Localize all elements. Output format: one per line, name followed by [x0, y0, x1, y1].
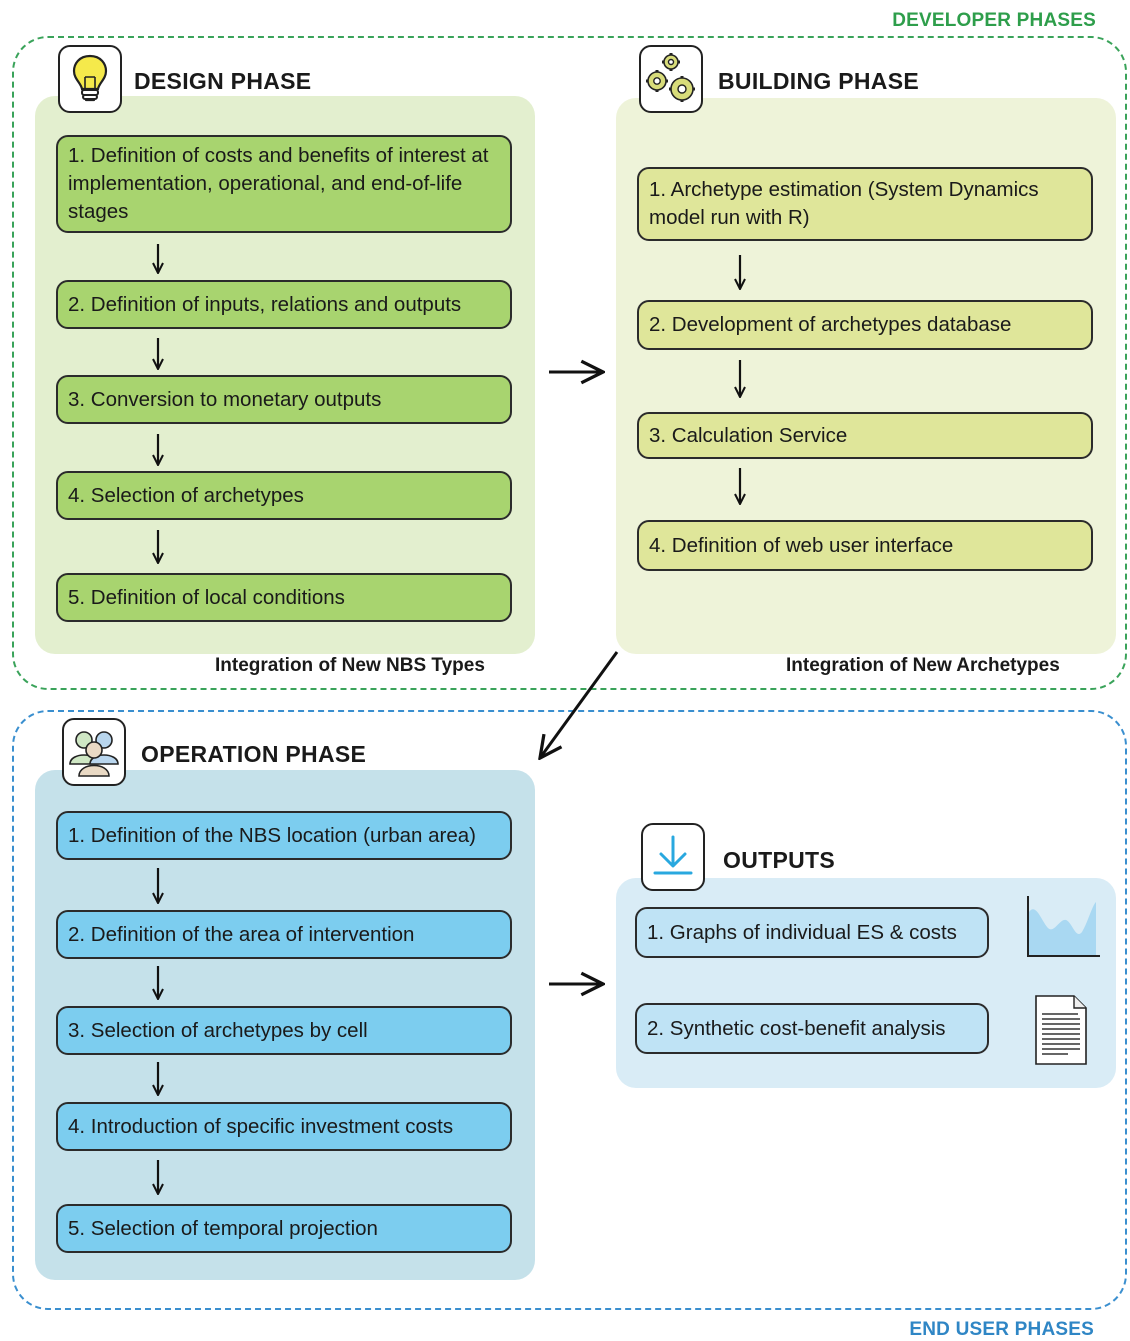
building-step-1: 1. Archetype estimation (System Dynamics…: [637, 167, 1093, 241]
developer-phases-frame: [12, 36, 1127, 690]
developer-phases-label: DEVELOPER PHASES: [892, 10, 1096, 31]
operation-step-5: 5. Selection of temporal projection: [56, 1204, 512, 1253]
design-step-2: 2. Definition of inputs, relations and o…: [56, 280, 512, 329]
design-step-3: 3. Conversion to monetary outputs: [56, 375, 512, 424]
design-integration-label: Integration of New NBS Types: [215, 655, 485, 676]
building-to-operation-arrow: [540, 651, 619, 758]
building-step-4: 4. Definition of web user interface: [637, 520, 1093, 571]
operation-step-3: 3. Selection of archetypes by cell: [56, 1006, 512, 1055]
area-chart-icon: [1027, 896, 1100, 957]
building-integration-label: Integration of New Archetypes: [786, 655, 1060, 676]
end-user-phases-label: END USER PHASES: [909, 1319, 1094, 1340]
operation-step-4: 4. Introduction of specific investment c…: [56, 1102, 512, 1151]
operation-phase-title: OPERATION PHASE: [141, 741, 367, 767]
outputs-title: OUTPUTS: [723, 847, 835, 873]
operation-step-2: 2. Definition of the area of interventio…: [56, 910, 512, 959]
users-icon: [62, 718, 126, 786]
building-step-2: 2. Development of archetypes database: [637, 300, 1093, 350]
building-step-3: 3. Calculation Service: [637, 412, 1093, 459]
design-step-4: 4. Selection of archetypes: [56, 471, 512, 520]
design-step-1: 1. Definition of costs and benefits of i…: [56, 135, 512, 233]
design-phase-title: DESIGN PHASE: [134, 68, 312, 94]
end-user-phases-frame: [12, 710, 1127, 1310]
building-phase-title: BUILDING PHASE: [718, 68, 919, 94]
gears-icon: [639, 45, 703, 113]
output-item-2: 2. Synthetic cost-benefit analysis: [635, 1003, 989, 1054]
lightbulb-icon: [58, 45, 122, 113]
design-step-5: 5. Definition of local conditions: [56, 573, 512, 622]
operation-step-1: 1. Definition of the NBS location (urban…: [56, 811, 512, 860]
output-item-1: 1. Graphs of individual ES & costs: [635, 907, 989, 958]
document-icon: [1035, 995, 1087, 1065]
download-icon: [641, 823, 705, 891]
